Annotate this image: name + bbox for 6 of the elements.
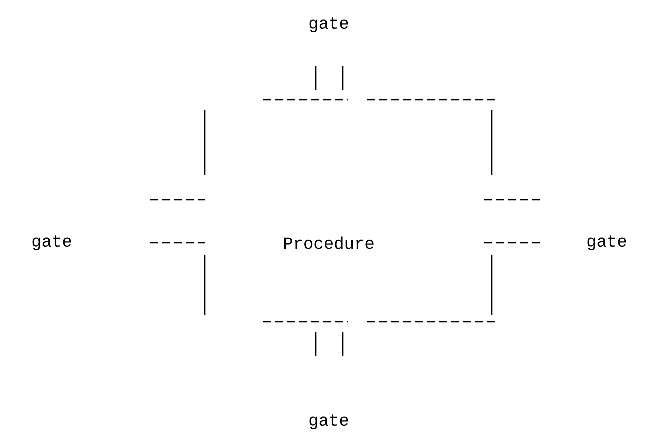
- procedure-label: Procedure: [284, 236, 374, 250]
- gate-label: gate: [310, 414, 348, 430]
- gate-label: gate: [588, 236, 626, 250]
- gate-label: gate: [32, 236, 72, 250]
- gate-label: gate: [310, 18, 348, 32]
- box-outline-drawing: [150, 66, 540, 356]
